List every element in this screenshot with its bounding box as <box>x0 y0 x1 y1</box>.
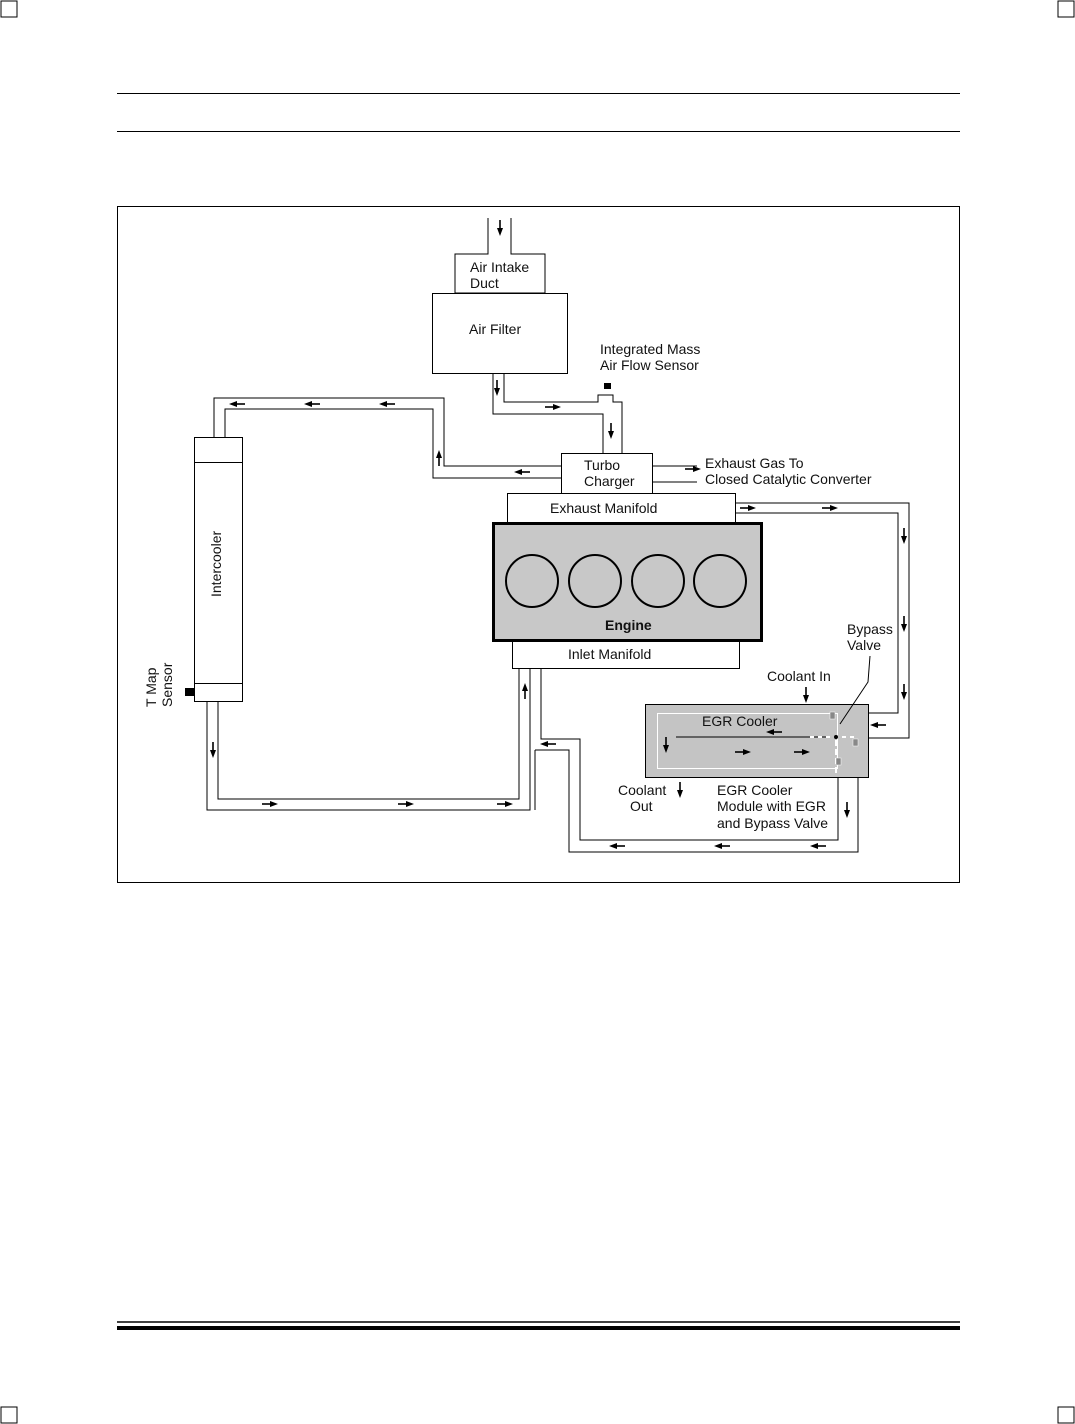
svg-text:Out: Out <box>630 798 653 814</box>
intercooler-to-inlet-pipe-outer <box>206 669 531 811</box>
t-map-sensor-body <box>185 688 194 696</box>
air-intake-duct-label-1: Air Intake <box>470 259 529 275</box>
svg-text:and Bypass Valve: and Bypass Valve <box>717 815 828 831</box>
svg-text:Module with EGR: Module with EGR <box>717 798 826 814</box>
filter-to-turbo-pipe <box>492 374 623 453</box>
engine: Engine <box>492 522 763 642</box>
egr-return-pipe-inner <box>540 669 839 841</box>
diagram-frame <box>117 206 960 883</box>
svg-text:Integrated Mass: Integrated Mass <box>600 341 700 357</box>
exhaust-to-egr-pipe-inner <box>736 512 899 714</box>
bypass-valve-pivot <box>834 735 838 739</box>
turbo-to-intercooler-pipe-inner <box>213 397 561 467</box>
svg-text:T Map: T Map <box>143 667 159 707</box>
egr-cooler-module: EGR Cooler <box>645 704 869 778</box>
svg-text:Air Flow Sensor: Air Flow Sensor <box>600 357 699 373</box>
header-rule-top <box>117 93 960 94</box>
crop-mark-top-right <box>1057 0 1075 18</box>
header-rule-bottom <box>117 131 960 132</box>
engine-cylinder-2 <box>568 554 622 608</box>
exhaust-to-egr-pipe-outer <box>736 502 910 739</box>
exhaust-gas-label: Exhaust Gas To Closed Catalytic Converte… <box>705 455 872 487</box>
egr-cooler-label: EGR Cooler <box>702 713 778 729</box>
inlet-manifold: Inlet Manifold <box>512 641 740 669</box>
intercooler: Intercooler <box>185 437 243 702</box>
svg-text:EGR Cooler: EGR Cooler <box>717 782 793 798</box>
bypass-valve-label: Bypass Valve <box>847 621 893 653</box>
exhaust-outlet-pipe <box>653 465 697 483</box>
egr-module-label: EGR Cooler Module with EGR and Bypass Va… <box>717 782 828 831</box>
svg-text:Exhaust Gas To: Exhaust Gas To <box>705 455 804 471</box>
turbo-charger: Turbo Charger <box>561 453 653 494</box>
exhaust-manifold: Exhaust Manifold <box>507 493 736 523</box>
engine-cylinder-1 <box>505 554 559 608</box>
turbo-to-intercooler-pipe-outer <box>224 408 561 479</box>
intercooler-to-inlet-pipe-inner <box>217 669 520 800</box>
coolant-in-label: Coolant In <box>767 668 831 684</box>
svg-text:Valve: Valve <box>847 637 881 653</box>
t-map-sensor-label: T Map Sensor <box>143 662 175 707</box>
svg-text:Turbo: Turbo <box>584 457 620 473</box>
svg-text:Coolant: Coolant <box>618 782 666 798</box>
egr-return-pipe-outer <box>535 749 859 853</box>
svg-text:Bypass: Bypass <box>847 621 893 637</box>
inlet-manifold-label: Inlet Manifold <box>568 646 651 662</box>
crop-mark-bottom-left <box>0 1406 18 1424</box>
engine-label: Engine <box>605 617 652 633</box>
svg-text:Closed Catalytic Converter: Closed Catalytic Converter <box>705 471 872 487</box>
flow-arrows <box>210 220 907 849</box>
air-filter-label: Air Filter <box>469 321 521 337</box>
intercooler-label: Intercooler <box>208 531 224 597</box>
coolant-out-label: Coolant Out <box>618 782 666 814</box>
air-intake-duct-label-2: Duct <box>470 275 499 291</box>
engine-cylinder-4 <box>693 554 747 608</box>
crop-mark-bottom-right <box>1057 1406 1075 1424</box>
crop-mark-top-left <box>0 0 18 18</box>
svg-text:Charger: Charger <box>584 473 635 489</box>
exhaust-manifold-label: Exhaust Manifold <box>550 500 657 516</box>
bypass-valve-leader <box>839 655 871 725</box>
engine-cylinder-3 <box>631 554 685 608</box>
air-intake-duct: Air Intake Duct <box>454 218 546 294</box>
mass-air-flow-sensor-label: Integrated Mass Air Flow Sensor <box>600 341 700 373</box>
svg-text:Sensor: Sensor <box>159 662 175 707</box>
air-filter: Air Filter <box>432 293 568 374</box>
